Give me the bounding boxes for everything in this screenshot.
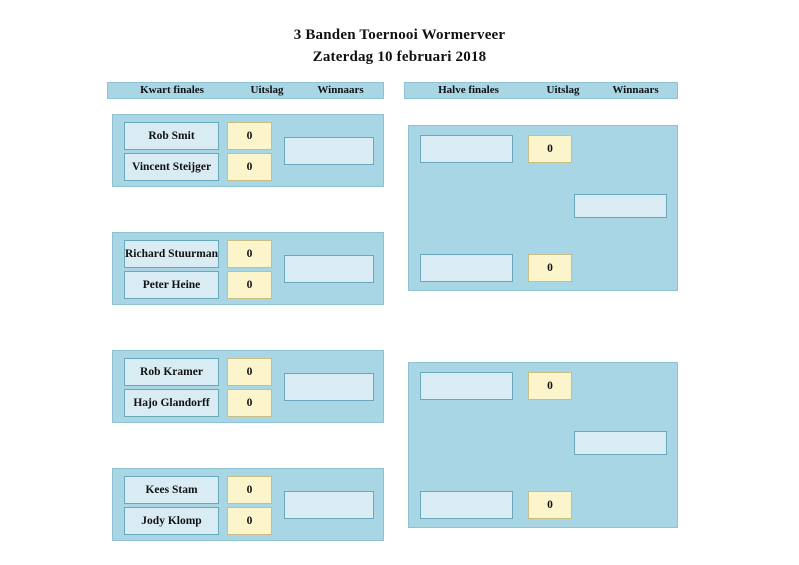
player-name-box[interactable]: Richard Stuurman <box>124 240 219 268</box>
winner-box[interactable] <box>284 137 374 165</box>
semi-finals-round-label: Halve finales <box>438 84 499 96</box>
score-box[interactable]: 0 <box>227 507 272 535</box>
semi-final-match-1: 0 0 <box>408 125 678 291</box>
semi-finals-header: Halve finales Uitslag Winnaars <box>404 82 678 99</box>
player-name-box[interactable] <box>420 254 513 282</box>
score-box[interactable]: 0 <box>227 358 272 386</box>
player-name-box[interactable]: Vincent Steijger <box>124 153 219 181</box>
quarter-finals-winner-label: Winnaars <box>317 84 364 96</box>
player-name-box[interactable] <box>420 491 513 519</box>
tournament-name: 3 Banden Toernooi Wormerveer <box>293 27 506 43</box>
tournament-date: Zaterdag 10 februari 2018 <box>312 49 487 65</box>
score-box[interactable]: 0 <box>528 372 572 400</box>
score-box[interactable]: 0 <box>227 476 272 504</box>
page-title: 3 Banden Toernooi Wormerveer Zaterdag 10… <box>0 24 799 68</box>
player-name-box[interactable] <box>420 135 513 163</box>
score-box[interactable]: 0 <box>528 135 572 163</box>
winner-box[interactable] <box>284 491 374 519</box>
player-name-box[interactable]: Peter Heine <box>124 271 219 299</box>
player-name-box[interactable]: Rob Kramer <box>124 358 219 386</box>
score-box[interactable]: 0 <box>227 122 272 150</box>
quarter-final-match-2: Richard Stuurman Peter Heine 0 0 <box>112 232 384 305</box>
score-box[interactable]: 0 <box>528 491 572 519</box>
quarter-finals-header: Kwart finales Uitslag Winnaars <box>107 82 384 99</box>
quarter-final-match-1: Rob Smit Vincent Steijger 0 0 <box>112 114 384 187</box>
quarter-finals-score-label: Uitslag <box>250 84 284 96</box>
winner-box[interactable] <box>574 194 667 218</box>
quarter-final-match-3: Rob Kramer Hajo Glandorff 0 0 <box>112 350 384 423</box>
score-box[interactable]: 0 <box>227 240 272 268</box>
semi-final-match-2: 0 0 <box>408 362 678 528</box>
semi-finals-score-label: Uitslag <box>546 84 580 96</box>
quarter-finals-round-label: Kwart finales <box>140 84 204 96</box>
winner-box[interactable] <box>284 373 374 401</box>
player-name-box[interactable] <box>420 372 513 400</box>
player-name-box[interactable]: Hajo Glandorff <box>124 389 219 417</box>
winner-box[interactable] <box>284 255 374 283</box>
score-box[interactable]: 0 <box>528 254 572 282</box>
score-box[interactable]: 0 <box>227 271 272 299</box>
score-box[interactable]: 0 <box>227 389 272 417</box>
player-name-box[interactable]: Kees Stam <box>124 476 219 504</box>
winner-box[interactable] <box>574 431 667 455</box>
semi-finals-winner-label: Winnaars <box>612 84 659 96</box>
score-box[interactable]: 0 <box>227 153 272 181</box>
player-name-box[interactable]: Rob Smit <box>124 122 219 150</box>
player-name-box[interactable]: Jody Klomp <box>124 507 219 535</box>
quarter-final-match-4: Kees Stam Jody Klomp 0 0 <box>112 468 384 541</box>
